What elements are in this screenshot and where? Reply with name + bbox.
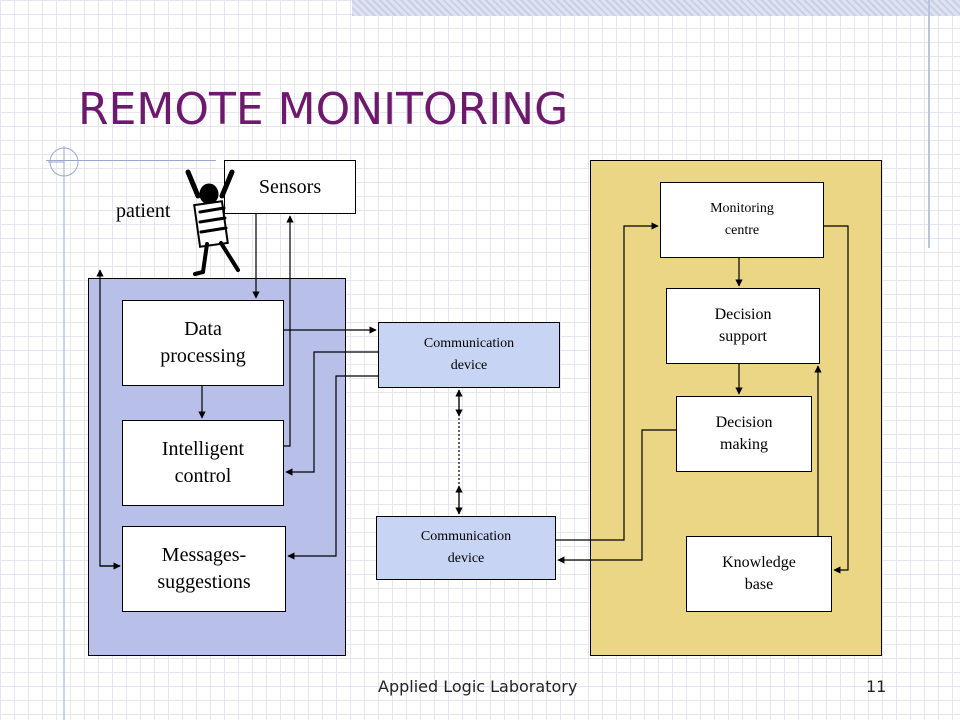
decision-support-box: Decision support: [666, 288, 820, 364]
monitoring-to-knowledge-arrow: [824, 225, 849, 574]
control-to-sensors-arrow: [284, 215, 294, 447]
messages-suggestions-box: Messages- suggestions: [122, 526, 286, 612]
comm-to-monitoring-arrow: [556, 222, 659, 541]
left-loop-arrow: [96, 269, 120, 567]
patient-label: patient: [116, 200, 171, 222]
footer-lab-name: Applied Logic Laboratory: [378, 677, 578, 696]
decision-making-box: Decision making: [676, 396, 812, 472]
sensors-box: Sensors: [224, 160, 356, 214]
communication-device-top-box: Communication device: [378, 322, 560, 388]
comm-to-messages-arrow: [287, 375, 378, 560]
data-processing-box: Data processing: [122, 300, 284, 386]
decorative-crosshair: [48, 146, 79, 720]
decorative-vertical-line: [928, 0, 930, 248]
communication-device-bottom-box: Communication device: [376, 516, 556, 580]
slide-title: REMOTE MONITORING: [78, 84, 569, 135]
decision-making-to-comm-arrow: [557, 429, 676, 564]
monitoring-centre-box: Monitoring centre: [660, 182, 824, 258]
knowledge-base-box: Knowledge base: [686, 536, 832, 612]
intelligent-control-box: Intelligent control: [122, 420, 284, 506]
comm-to-control-arrow: [285, 351, 378, 476]
patient-figure-icon: [185, 169, 240, 276]
title-underline: [46, 160, 216, 161]
decorative-top-bar: [352, 0, 960, 16]
footer-page-number: 11: [866, 677, 887, 696]
